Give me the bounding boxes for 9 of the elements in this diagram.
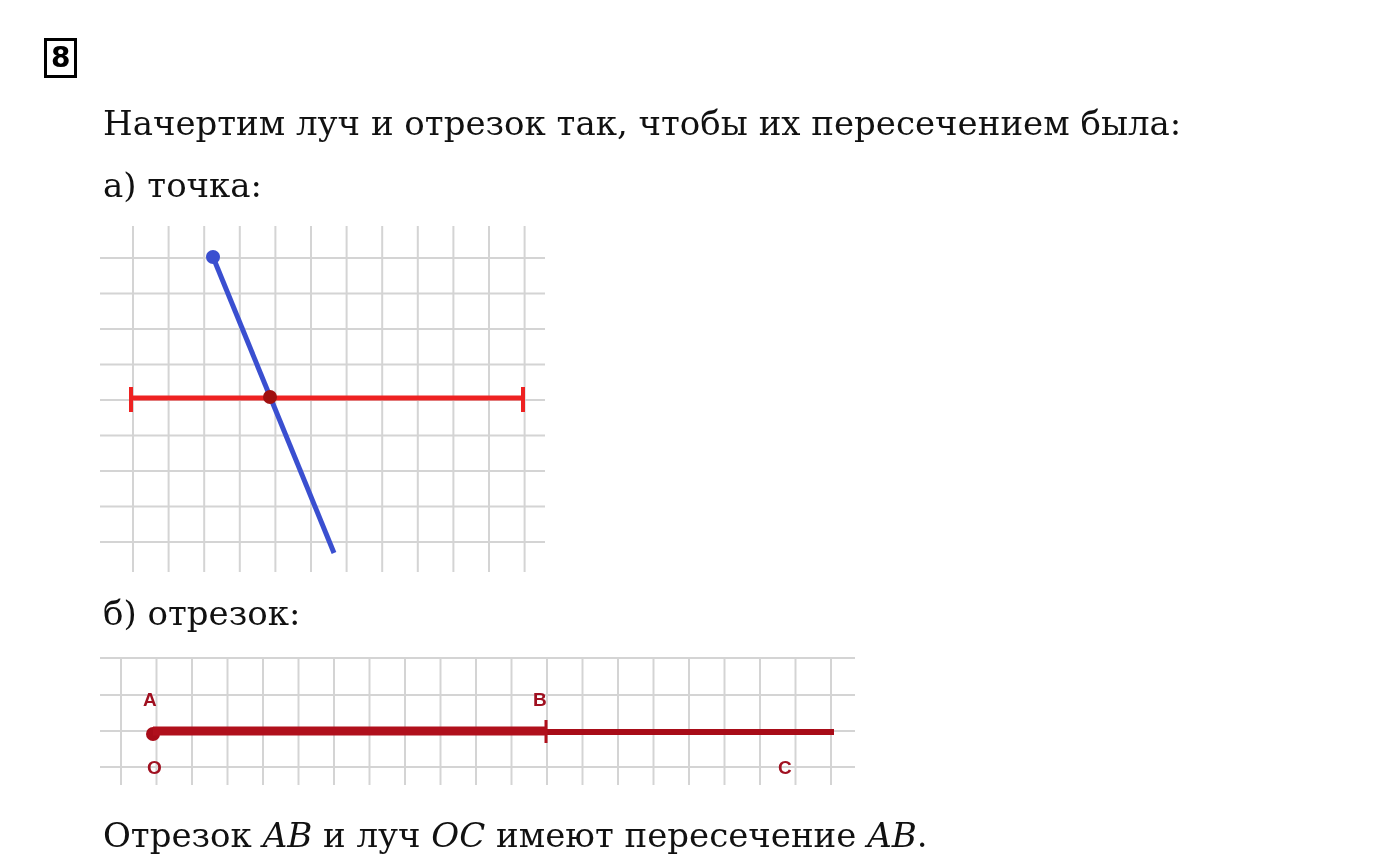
point-label: B — [533, 690, 547, 709]
point-label: C — [778, 758, 792, 777]
point-label: O — [147, 758, 162, 777]
point-label: A — [143, 690, 157, 709]
problem-number: 8 — [44, 38, 78, 78]
answer-text: Отрезок AB и луч OC имеют пересечение AB. — [103, 818, 928, 852]
item-heading: б) отрезок: — [103, 596, 301, 630]
task-text: Начертим луч и отрезок так, чтобы их пересечением была: — [103, 106, 1182, 140]
item-heading: а) точка: — [103, 168, 263, 202]
